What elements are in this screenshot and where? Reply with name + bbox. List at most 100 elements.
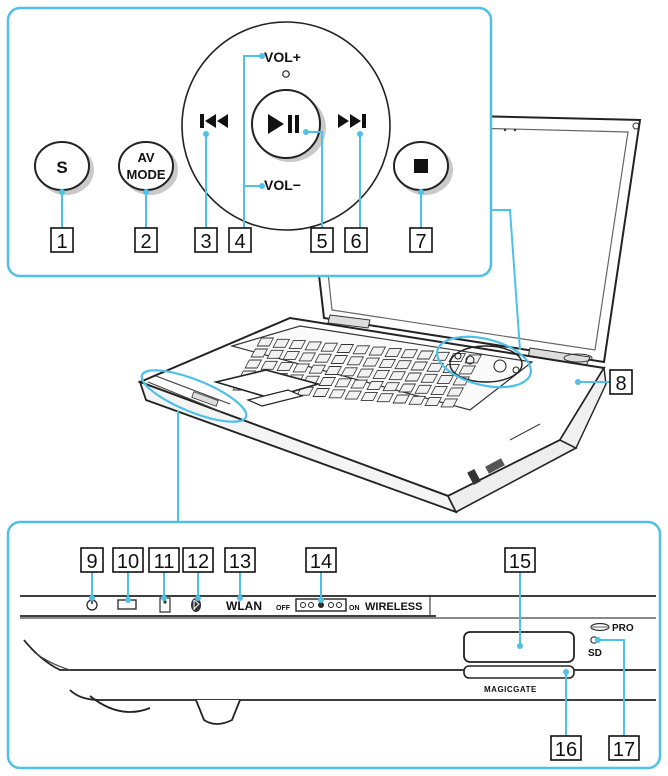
keyboard-key [376, 393, 395, 403]
callout-6: 6 [344, 227, 368, 253]
svg-text:12: 12 [187, 551, 209, 573]
switch-on-label: ON [349, 605, 360, 612]
keyboard-key [304, 341, 323, 351]
keyboard-key [346, 356, 365, 366]
keyboard-key [282, 351, 301, 361]
keyboard-key [430, 386, 449, 396]
svg-text:17: 17 [613, 739, 635, 761]
svg-text:14: 14 [310, 551, 332, 573]
svg-text:7: 7 [415, 231, 426, 253]
s-button[interactable]: S [34, 141, 94, 195]
keyboard-key [410, 361, 429, 371]
keyboard-key [328, 389, 347, 399]
keyboard-key [368, 346, 387, 356]
play-pause-icon [268, 114, 299, 134]
wireless-switch[interactable]: OFF ON WIRELESS [276, 598, 422, 613]
callout-13: 13 [224, 547, 256, 573]
keyboard-key [416, 350, 435, 360]
keyboard-key [392, 394, 411, 404]
laptop-illustration [137, 110, 642, 514]
keyboard-key [340, 367, 359, 377]
callout-4: 4 [228, 227, 252, 253]
keyboard-key [378, 358, 397, 368]
keyboard-key [424, 397, 443, 407]
magicgate-label: MAGICGATE [484, 685, 537, 694]
keyboard-key [394, 360, 413, 370]
previous-track-icon [200, 114, 228, 128]
svg-text:15: 15 [509, 551, 531, 573]
keyboard-key [318, 377, 337, 386]
keyboard-key [276, 362, 295, 372]
media-dial [181, 21, 391, 231]
sd-label: SD [588, 648, 602, 659]
keyboard-key [288, 340, 307, 350]
keyboard-key [352, 345, 371, 355]
svg-text:3: 3 [200, 231, 211, 253]
keyboard-key [356, 368, 375, 378]
keyboard-key [426, 362, 445, 372]
switch-off-label: OFF [276, 605, 291, 612]
keyboard-key [320, 342, 339, 352]
keyboard-key [360, 391, 379, 401]
memory-stick-logo-icon [590, 622, 610, 632]
keyboard-key [324, 366, 343, 375]
keyboard-key [314, 353, 333, 363]
panel-connector-line [491, 209, 521, 351]
wireless-label: WIRELESS [365, 601, 422, 613]
keyboard-key [336, 344, 355, 353]
keyboard-key [446, 387, 465, 397]
keyboard-key [266, 349, 285, 359]
callout-3: 3 [194, 227, 218, 253]
keyboard-key [244, 359, 263, 369]
keyboard-key [250, 348, 269, 358]
svg-text:4: 4 [234, 231, 245, 253]
callout-14: 14 [305, 547, 337, 573]
vol-up-label[interactable]: VOL+ [264, 49, 301, 65]
previous-track-button[interactable] [200, 114, 228, 128]
callout-8: 8 [609, 369, 633, 395]
svg-text:5: 5 [316, 231, 327, 253]
keyboard-key [292, 363, 311, 373]
keyboard-key [334, 378, 353, 388]
svg-text:2: 2 [140, 231, 151, 253]
svg-text:1: 1 [56, 231, 67, 253]
bluetooth-indicator-icon [191, 598, 201, 612]
top-callout-lines [59, 53, 424, 228]
svg-text:6: 6 [350, 231, 361, 253]
keyboard-key [362, 357, 381, 367]
callout-10: 10 [112, 547, 144, 573]
keyboard-key [256, 337, 275, 347]
vol-down-label[interactable]: VOL− [264, 177, 301, 193]
keyboard-key [312, 388, 331, 397]
svg-text:10: 10 [117, 551, 139, 573]
callout-2: 2 [134, 227, 158, 253]
svg-text:13: 13 [229, 551, 251, 573]
keyboard-key [398, 383, 417, 393]
keyboard-key [400, 349, 419, 359]
keyboard-key [404, 372, 423, 382]
callout-8-dot [575, 379, 581, 385]
keyboard-key [436, 375, 455, 385]
callout-15: 15 [504, 547, 536, 573]
keyboard-key [308, 364, 327, 374]
bottom-callout-lines [89, 572, 625, 736]
keyboard-key [388, 371, 407, 381]
keyboard-key [330, 355, 349, 364]
keyboard-key [382, 382, 401, 392]
next-track-icon [338, 114, 366, 128]
keyboard-key [366, 380, 385, 390]
stop-button[interactable] [393, 141, 453, 195]
svg-text:8: 8 [615, 373, 626, 395]
svg-text:11: 11 [154, 551, 175, 573]
play-pause-button[interactable] [251, 89, 326, 162]
av-mode-button[interactable]: AV MODE [118, 141, 178, 195]
pro-label: PRO [612, 623, 634, 634]
callout-17: 17 [608, 735, 640, 761]
svg-text:MODE: MODE [127, 167, 166, 182]
keyboard-key [384, 347, 403, 357]
svg-text:16: 16 [555, 739, 577, 761]
next-track-button[interactable] [338, 114, 366, 128]
front-panel-closeup [6, 520, 662, 770]
keyboard-key [464, 354, 483, 364]
